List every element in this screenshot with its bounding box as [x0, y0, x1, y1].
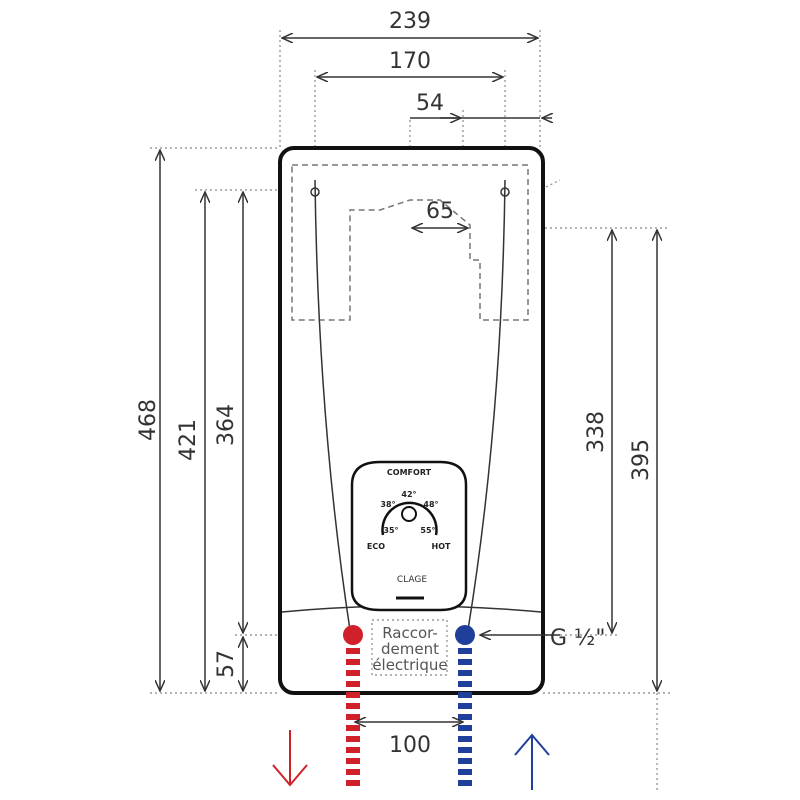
temp-label: 42° — [401, 490, 416, 499]
temp-label: 35° — [383, 526, 398, 535]
dim-421: 421 — [176, 419, 201, 461]
mode-label: COMFORT — [387, 468, 432, 477]
front-edge-right — [467, 179, 506, 631]
dim-57: 57 — [214, 650, 239, 678]
cold-water-pipe — [455, 625, 475, 790]
eco-label: ECO — [367, 542, 385, 551]
mounting-bracket-outline — [291, 164, 529, 321]
dim-170: 170 — [389, 49, 431, 74]
dim-364: 364 — [214, 404, 239, 446]
temp-label: 38° — [380, 500, 395, 509]
temp-label: 48° — [423, 500, 438, 509]
temp-label: 55° — [420, 526, 435, 535]
electrical-label: électrique — [372, 656, 447, 674]
brand-logo: CLAGE — [397, 575, 427, 585]
dim-338: 338 — [584, 411, 609, 453]
hot-water-pipe — [343, 625, 363, 790]
dim-468: 468 — [136, 399, 161, 441]
dim-54: 54 — [416, 91, 444, 116]
temperature-knob[interactable] — [401, 506, 417, 522]
device-body — [278, 146, 545, 695]
connection-thread-label: G ½" — [550, 626, 605, 651]
dim-239: 239 — [389, 9, 431, 34]
hot-outflow-arrow-icon — [272, 730, 308, 787]
dim-395: 395 — [629, 439, 654, 481]
front-edge-left — [314, 179, 351, 631]
dim-65: 65 — [426, 199, 454, 224]
hot-label: HOT — [432, 542, 451, 551]
control-panel: COMFORT 42° 38° 48° 35° 55° ECO HOT CLAG… — [350, 460, 468, 612]
cold-inflow-arrow-icon — [514, 733, 550, 790]
dim-100: 100 — [389, 733, 431, 758]
electrical-label: Raccor- — [382, 624, 438, 642]
electrical-label: dement — [381, 640, 439, 658]
